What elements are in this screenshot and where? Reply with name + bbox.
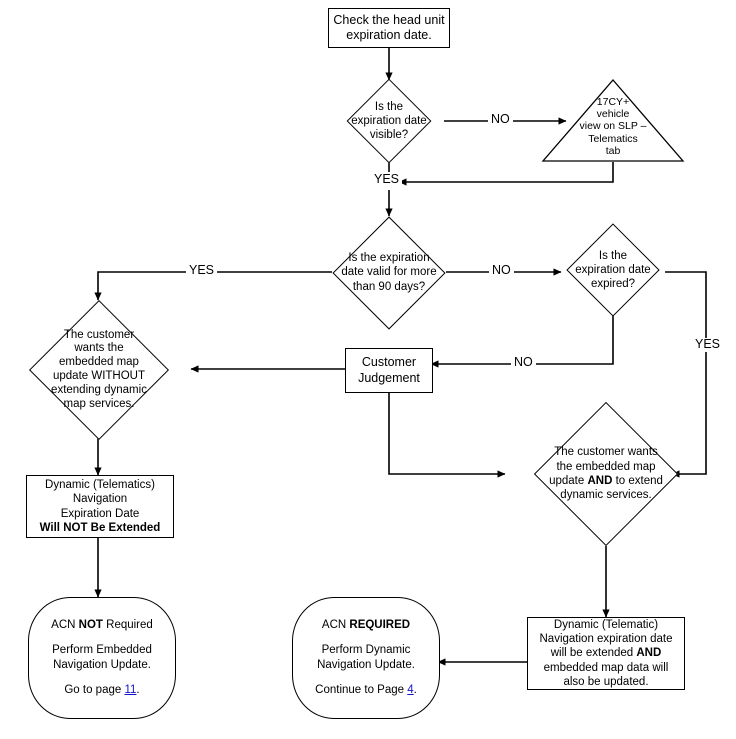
- q-expired-line-1: Is the: [598, 249, 628, 262]
- acn-not-head-pre: ACN: [51, 619, 79, 632]
- judgement-line-2: Judgement: [358, 370, 420, 385]
- acn-not-body-2: Navigation Update.: [53, 659, 151, 671]
- acn-req-foot-post: .: [413, 683, 417, 696]
- start-line-2: expiration date.: [346, 28, 432, 42]
- not-extended-line-1: Dynamic (Telematics): [45, 478, 155, 491]
- not-extended-line-2: Navigation: [72, 493, 128, 506]
- q-90days-line-2: date valid for more: [341, 266, 437, 279]
- cust-and-line-3-pre: update: [549, 475, 588, 487]
- edge-label-visible-yes: YES: [371, 172, 403, 187]
- q-90days-line-1: Is the expiration: [348, 252, 430, 265]
- cust-without-line-5: extending dynamic: [51, 383, 147, 396]
- slp-line-4: Telematics: [588, 132, 638, 145]
- slp-line-5: tab: [605, 144, 621, 157]
- slp-line-1: 17CY+: [596, 96, 630, 109]
- q-90days-line-3: than 90 days?: [352, 280, 426, 293]
- node-navigation-will-not-be-extended: Dynamic (Telematics) Navigation Expirati…: [26, 475, 174, 538]
- cust-without-line-6: map services.: [63, 397, 135, 410]
- cust-without-line-2: wants the: [74, 342, 124, 355]
- edge-label-expired-yes: YES: [692, 337, 724, 352]
- cust-without-line-4: update WITHOUT: [52, 370, 146, 382]
- will-extend-line-3-bold: AND: [636, 647, 662, 660]
- acn-not-foot-post: .: [136, 683, 140, 696]
- start-line-1: Check the head unit: [333, 12, 445, 27]
- cust-without-line-3: embedded map: [59, 356, 139, 369]
- not-extended-line-4: Will NOT Be Extended: [39, 521, 161, 534]
- node-navigation-will-be-extended: Dynamic (Telematic) Navigation expiratio…: [527, 617, 685, 690]
- acn-not-foot-pre: Go to page: [64, 683, 125, 696]
- node-check-expiration-date: Check the head unit expiration date.: [328, 8, 450, 48]
- acn-req-body-2: Navigation Update.: [317, 659, 415, 671]
- cust-and-line-1: The customer wants: [554, 446, 658, 459]
- node-customer-wants-without-dynamic: The customer wants the embedded map upda…: [5, 299, 193, 441]
- not-extended-line-3: Expiration Date: [60, 507, 140, 520]
- will-extend-line-2: Navigation expiration date: [539, 632, 673, 645]
- cust-and-line-3-bold: AND: [587, 475, 613, 487]
- cust-without-line-1: The customer: [63, 328, 135, 341]
- acn-not-head-bold: NOT: [78, 619, 103, 632]
- will-extend-line-3-pre: will be extended: [550, 647, 637, 660]
- cust-and-line-3-post: to extend: [612, 475, 663, 487]
- edge-label-90days-yes: YES: [186, 263, 218, 278]
- node-acn-not-required: ACN NOT Required Perform Embedded Naviga…: [28, 597, 176, 719]
- will-extend-line-5: also be updated.: [563, 676, 649, 689]
- will-extend-line-4: embedded map data will: [543, 661, 669, 674]
- acn-req-head-pre: ACN: [321, 619, 350, 632]
- page-link-11[interactable]: 11: [124, 683, 137, 696]
- cust-and-line-4: dynamic services.: [560, 489, 652, 502]
- node-is-expiration-date-expired: Is the expiration date expired?: [551, 223, 675, 317]
- judgement-line-1: Customer: [361, 355, 417, 370]
- edge-judgement-to-cust-and: [388, 393, 506, 478]
- node-17cy-vehicle-slp-telematics: 17CY+ vehicle view on SLP – Telematics t…: [541, 78, 685, 163]
- node-customer-judgement: Customer Judgement: [345, 348, 433, 393]
- acn-req-foot-pre: Continue to Page: [315, 683, 408, 696]
- q-expired-line-2: expiration date: [575, 263, 651, 276]
- q-visible-line-2: expiration date: [351, 114, 427, 127]
- node-customer-wants-and-extend: The customer wants the embedded map upda…: [505, 401, 707, 547]
- acn-req-head-bold: REQUIRED: [349, 619, 411, 632]
- edge-label-90days-no: NO: [489, 263, 514, 278]
- triangle-shape: [541, 79, 685, 162]
- acn-req-body-1: Perform Dynamic: [321, 644, 411, 657]
- q-visible-line-1: Is the: [374, 100, 404, 113]
- will-extend-line-1: Dynamic (Telematic): [553, 618, 659, 631]
- cust-and-line-2: the embedded map: [556, 460, 656, 473]
- spacer: [295, 633, 437, 643]
- edge-label-expired-no: NO: [511, 355, 536, 370]
- spacer: [31, 633, 173, 643]
- node-acn-required: ACN REQUIRED Perform Dynamic Navigation …: [292, 597, 440, 719]
- spacer: [31, 673, 173, 683]
- acn-not-head-post: Required: [102, 619, 153, 632]
- edge-slp-back-to-yes: [398, 162, 614, 186]
- acn-not-body-1: Perform Embedded: [52, 644, 152, 657]
- edge-label-visible-no: NO: [488, 112, 513, 127]
- node-is-expiration-date-visible: Is the expiration date visible?: [329, 78, 449, 164]
- spacer: [295, 673, 437, 683]
- q-visible-line-3: visible?: [369, 129, 409, 141]
- slp-line-2: vehicle: [596, 108, 630, 121]
- node-is-date-valid-more-than-90-days: Is the expiration date valid for more th…: [332, 215, 446, 330]
- page-link-4[interactable]: 4: [407, 683, 414, 696]
- slp-line-3: view on SLP –: [579, 120, 647, 133]
- q-expired-line-3: expired?: [590, 278, 636, 290]
